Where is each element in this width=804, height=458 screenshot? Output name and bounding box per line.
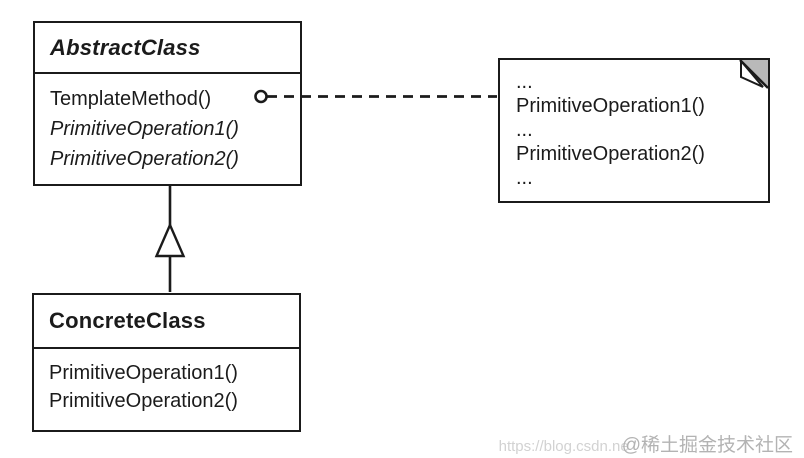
method-primitive-operation-2: PrimitiveOperation2() xyxy=(50,148,239,170)
concrete-class-box: ConcreteClass PrimitiveOperation1() Prim… xyxy=(32,293,301,432)
note-box: ... PrimitiveOperation1() ... PrimitiveO… xyxy=(498,58,770,203)
note-line-ellipsis: ... xyxy=(516,71,533,93)
watermark-community-badge: @稀土掘金技术社区 xyxy=(621,435,793,456)
concrete-class-methods: PrimitiveOperation1() PrimitiveOperation… xyxy=(34,349,299,415)
watermark-url: https://blog.csdn.ne xyxy=(498,438,629,455)
note-line-ellipsis: ... xyxy=(516,167,533,189)
note-lines: ... PrimitiveOperation1() ... PrimitiveO… xyxy=(500,60,768,190)
concrete-method-primitive-operation-1: PrimitiveOperation1() xyxy=(49,362,238,384)
note-line-primitive-operation-2: PrimitiveOperation2() xyxy=(516,143,705,165)
method-primitive-operation-1: PrimitiveOperation1() xyxy=(50,118,239,140)
abstract-class-methods: TemplateMethod() PrimitiveOperation1() P… xyxy=(35,74,300,174)
abstract-class-name: AbstractClass xyxy=(35,23,300,74)
concrete-method-primitive-operation-2: PrimitiveOperation2() xyxy=(49,390,238,412)
watermark: https://blog.csdn.ne @稀土掘金技术社区 xyxy=(499,430,793,457)
method-template-method: TemplateMethod() xyxy=(50,88,212,110)
note-line-ellipsis: ... xyxy=(516,119,533,141)
concrete-class-name: ConcreteClass xyxy=(34,295,299,349)
note-line-primitive-operation-1: PrimitiveOperation1() xyxy=(516,95,705,117)
generalization-triangle-icon xyxy=(154,221,186,258)
abstract-class-box: AbstractClass TemplateMethod() Primitive… xyxy=(33,21,302,186)
